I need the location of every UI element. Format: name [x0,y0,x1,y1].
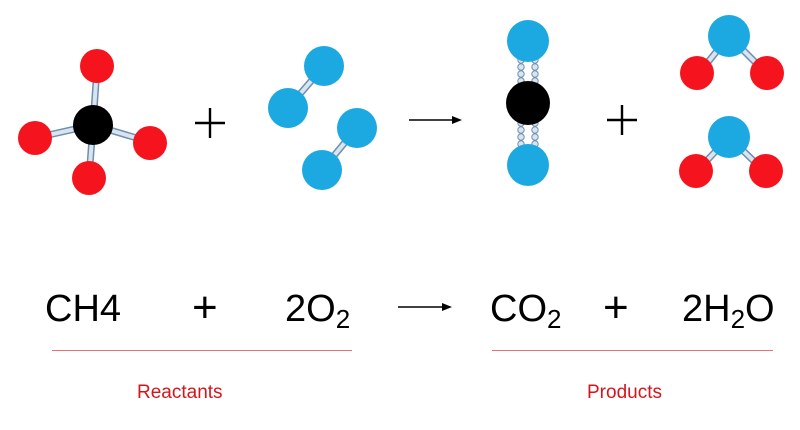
atom-red [750,56,784,90]
molecule-reactant-2b [302,108,377,190]
product-2-coefficient: 2H [682,288,731,330]
molecule-product-2a [680,15,784,90]
atom-blue [507,20,549,62]
atom-blue [268,88,308,128]
atom-blue [304,46,344,86]
atom-red [749,154,783,188]
molecule-reactant-2a [268,46,344,128]
reactant-2-coefficient: 2O [285,288,336,330]
atom-blue [708,15,750,57]
reaction-arrow-equation [398,303,452,311]
equation-plus-1: + [192,283,218,332]
atom-red [80,49,114,83]
reactants-label: Reactants [137,382,223,403]
equation-plus-2: + [603,283,629,332]
atom-red [680,56,714,90]
reactant-2-subscript: 2 [335,304,351,334]
molecule-reactant-1 [18,49,167,195]
atom-red [679,154,713,188]
atom-blue [337,108,377,148]
reaction-arrow-top [409,116,462,124]
atom-black [506,81,550,125]
product-2-tail: O [745,288,775,330]
product-2-subscript: 2 [730,304,746,334]
equation-product-1: CO2 [490,288,561,332]
atom-red [18,121,52,155]
reactants-divider [52,350,352,351]
molecule-product-1 [506,20,550,186]
plus-sign-top-1 [195,108,225,138]
atom-blue [507,144,549,186]
atom-red [72,161,106,195]
product-1-subscript: 2 [547,304,562,334]
atom-red [133,126,167,160]
product-1-main: CO [490,288,547,330]
atom-blue [708,116,750,158]
atom-black [73,105,113,145]
plus-sign-top-2 [607,105,637,135]
products-label: Products [587,382,662,403]
equation-reactant-1: CH4 [45,288,122,330]
equation-reactant-2: 2O2 [285,288,350,332]
products-divider [492,350,773,351]
atom-blue [302,150,342,190]
molecule-product-2b [679,116,783,188]
equation-product-2: 2H2O [682,288,775,332]
